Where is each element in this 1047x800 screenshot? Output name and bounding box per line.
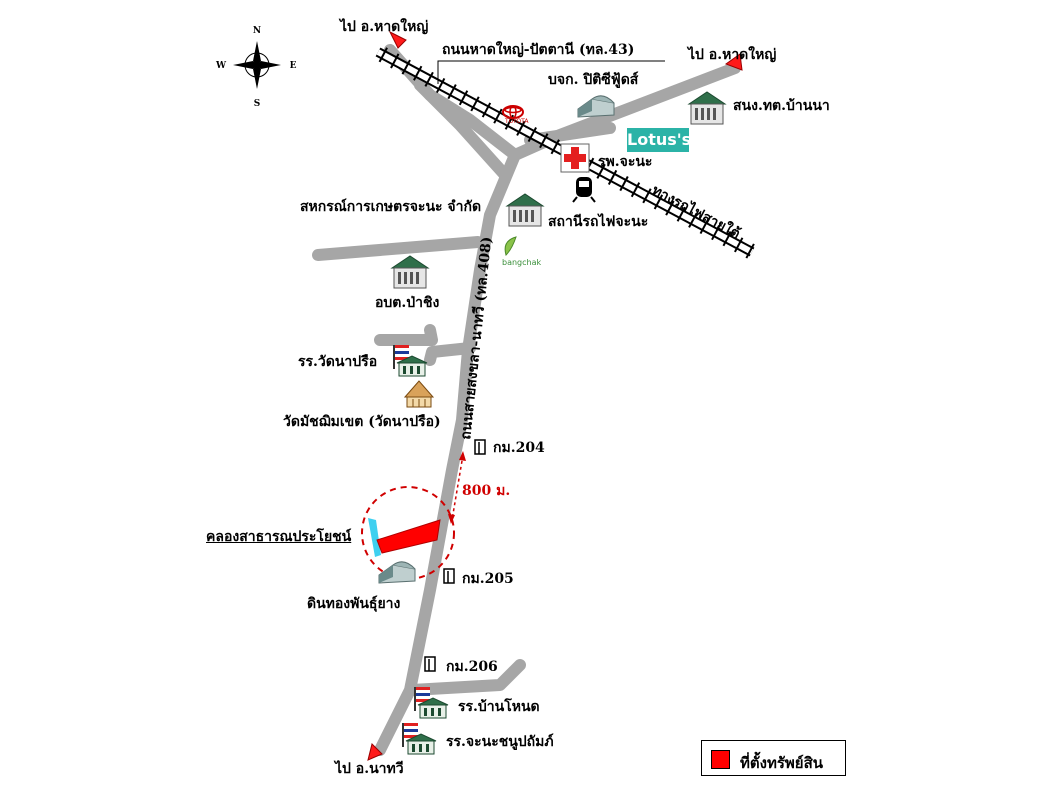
rubber-station-building-icon — [378, 561, 416, 584]
temple-label: วัดมัชฌิมเขต (วัดนาปรือ) — [283, 414, 441, 430]
school-watnapruea-label: รร.วัดนาปรือ — [298, 354, 378, 370]
railway-tie — [493, 108, 503, 124]
legend-property-label: ที่ตั้งทรัพย์สิน — [740, 754, 823, 772]
road-hat-yai-pattani-branch — [414, 79, 511, 181]
rubber-station-label: ดินทองพันธุ์ยาง — [307, 596, 401, 612]
bangchak-logo-icon — [504, 236, 517, 256]
map-legend: ที่ตั้งทรัพย์สิน — [701, 740, 846, 776]
railway-tie — [470, 96, 480, 112]
railway-tie — [401, 59, 411, 75]
railway-tie — [665, 200, 675, 216]
school-watnapruea-icon — [392, 344, 428, 377]
railway-tie — [539, 133, 549, 149]
railway-tie — [711, 225, 721, 241]
railway-tie — [699, 218, 709, 235]
railway-tie — [390, 53, 400, 69]
km-206-post-icon — [424, 656, 436, 672]
lotus-logo: Lotus's — [627, 128, 691, 152]
road-43-label: ถนนหาดใหญ่-ปัตตานี (ทล.43) — [442, 42, 635, 58]
distance-label: 800 ม. — [462, 483, 511, 499]
road-west-branch — [312, 236, 484, 261]
railway-tie — [550, 139, 560, 155]
railway-tie — [435, 77, 446, 94]
railway-tie — [642, 188, 652, 204]
railway-tie — [745, 243, 755, 259]
temple-icon — [403, 380, 435, 408]
district-office-label: สนง.ทต.บ้านนา — [733, 98, 830, 114]
svg-text:W: W — [215, 61, 227, 71]
railway-tie — [378, 47, 388, 63]
railway-tie — [619, 176, 629, 192]
svg-text:S: S — [254, 99, 261, 109]
toyota-logo-icon — [502, 105, 524, 119]
railway-tie — [458, 90, 469, 106]
svg-text:N: N — [253, 26, 261, 36]
km-206-label: กม.206 — [446, 659, 498, 675]
svg-text:E: E — [290, 61, 297, 71]
road-to-school-watnapruea — [374, 324, 438, 346]
railway-tie — [722, 231, 732, 247]
highway-408-label: ถนนสายสงขลา-นาทวี (ทล.408) — [458, 236, 495, 441]
railway-tie — [424, 71, 434, 87]
railway-tie — [527, 126, 537, 143]
railway-label: ทางรถไฟสายใต้ — [649, 181, 743, 243]
railway-tie — [607, 169, 618, 185]
road-network — [312, 44, 741, 756]
tambon-office-building-icon — [391, 255, 429, 289]
distance-800m-arrow — [448, 451, 466, 524]
railway-tie — [653, 194, 664, 210]
arrow-to-hat-yai-left — [388, 30, 407, 49]
railway-tie — [596, 163, 606, 179]
direction-to-hat-yai-left: ไป อ.หาดใหญ่ — [340, 19, 429, 35]
canal-label: คลองสาธารณประโยชน์ — [206, 529, 352, 545]
km-204-post-icon — [474, 439, 486, 455]
road-highway-408 — [374, 149, 521, 756]
property-radius-circle — [361, 486, 455, 580]
road-43-leader-line — [437, 60, 665, 84]
railway-tie — [630, 182, 641, 198]
direction-to-hat-yai-right: ไป อ.หาดใหญ่ — [688, 47, 777, 63]
railway-tie — [516, 120, 526, 136]
railway-tie — [413, 65, 423, 81]
railway-tie — [688, 212, 698, 228]
km-205-label: กม.205 — [462, 571, 514, 587]
arrow-to-na-thawi — [367, 743, 383, 761]
hospital-icon — [560, 143, 590, 173]
railway-tie — [447, 84, 457, 100]
property-parcel — [376, 519, 441, 554]
railway-tie — [734, 237, 744, 253]
school-chana-label: รร.จะนะชนูปถัมภ์ — [446, 734, 554, 750]
station-label: สถานีรถไฟจะนะ — [548, 214, 649, 230]
road-to-temple — [424, 342, 476, 366]
km-205-post-icon — [443, 568, 455, 584]
school-bannonhot-label: รร.บ้านโหนด — [458, 699, 540, 715]
compass-rose-icon: N S E W — [215, 26, 297, 109]
canal-shape — [368, 518, 381, 557]
legend-property-swatch — [711, 750, 730, 769]
railway-tie — [676, 206, 687, 222]
toyota-text: TOYOTA — [505, 118, 529, 125]
station-building-icon — [506, 193, 544, 227]
arrow-to-hat-yai-right — [724, 53, 743, 71]
district-office-building-icon — [688, 91, 726, 125]
tambon-office-label: อบต.ป่าชิง — [375, 295, 440, 311]
train-icon — [572, 177, 596, 203]
railway-tie — [481, 102, 492, 118]
pc-food-label: บจก. ปิติซีฟู้ดส์ — [548, 72, 639, 88]
school-chana-icon — [401, 722, 437, 755]
factory-icon — [577, 95, 615, 118]
bangchak-text: bangchak — [502, 258, 542, 267]
road-south-branch — [406, 659, 526, 696]
hospital-label: รพ.จะนะ — [598, 154, 653, 170]
direction-to-na-thawi: ไป อ.นาทวี — [335, 761, 404, 777]
coop-label: สหกรณ์การเกษตรจะนะ จำกัด — [300, 199, 482, 215]
km-204-label: กม.204 — [493, 440, 545, 456]
